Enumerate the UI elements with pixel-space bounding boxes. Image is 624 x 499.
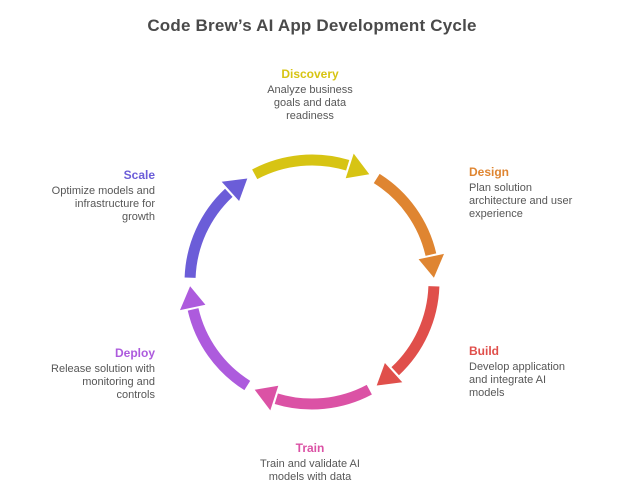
stage-scale-desc-line: infrastructure for [74,198,155,210]
stage-build-desc-line: models [469,387,505,399]
stage-train: Train Train and validate AI models with … [225,442,395,484]
stage-discovery: Discovery Analyze business goals and dat… [225,68,395,123]
stage-deploy-desc-line: controls [116,389,155,401]
arrowhead-discovery [345,153,370,179]
arc-discovery [252,154,350,180]
stage-train-label: Train [295,441,325,455]
stage-scale-desc-line: growth [121,211,155,223]
stage-scale-label: Scale [123,168,155,182]
arrowhead-scale [221,178,248,201]
arc-deploy [187,308,251,391]
stage-design-desc-line: architecture and user [469,195,573,207]
arrowhead-train [254,385,279,411]
stage-scale: Scale Optimize models and infrastructure… [20,169,155,224]
stage-design-desc-line: experience [469,208,523,220]
stage-train-desc-line: models with data [268,471,352,483]
stage-train-desc-line: Train and validate AI [260,458,360,470]
stage-deploy-desc-line: monitoring and [82,376,155,388]
stage-deploy-label: Deploy [114,346,155,360]
stage-deploy-desc-line: Release solution with [51,363,155,375]
page-title: Code Brew’s AI App Development Cycle [147,16,477,35]
stage-build: Build Develop application and integrate … [469,345,604,400]
arc-design [373,173,437,256]
arrowhead-deploy [180,286,206,311]
stage-design-desc-line: Plan solution [469,182,532,194]
stage-discovery-desc-line: Analyze business [267,84,353,96]
stage-build-desc-line: Develop application [469,361,566,373]
stage-design: Design Plan solution architecture and us… [469,166,604,221]
arrowhead-build [376,363,403,386]
stage-discovery-label: Discovery [281,67,339,81]
stage-design-label: Design [469,165,510,179]
stage-build-label: Build [469,344,499,358]
arc-build [391,286,440,376]
stage-build-desc-line: and integrate AI [469,374,547,386]
stage-deploy: Deploy Release solution with monitoring … [20,347,155,402]
arrowhead-design [418,253,444,278]
arc-train [274,384,372,410]
stage-discovery-desc-line: goals and data [273,97,347,109]
arc-scale [184,188,233,278]
stage-discovery-desc-line: readiness [286,110,334,122]
stage-scale-desc-line: Optimize models and [51,185,155,197]
